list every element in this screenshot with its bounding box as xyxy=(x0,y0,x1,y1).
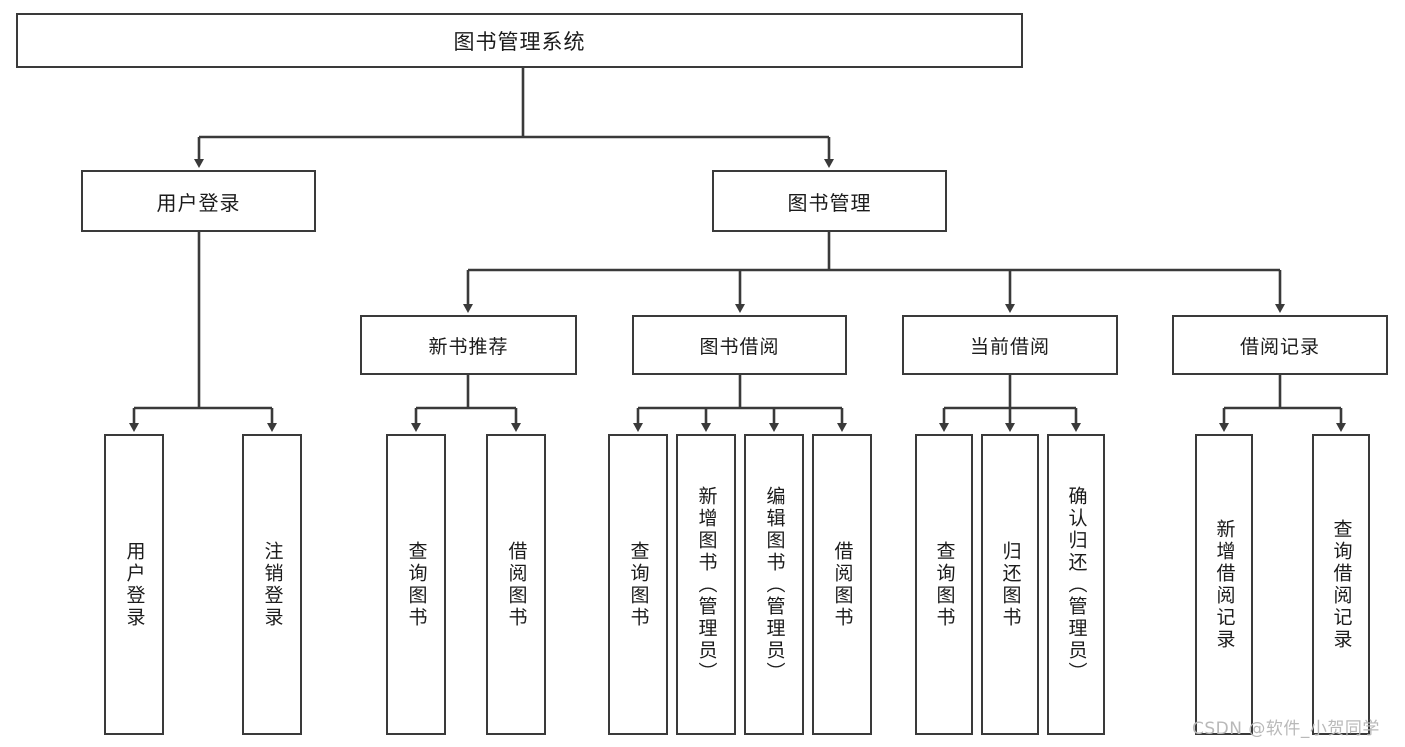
node-label: 确认归还（管理员） xyxy=(1065,485,1088,684)
leaf-add-borrow-record[interactable]: 新增借阅记录 xyxy=(1195,434,1253,735)
node-label: 归还图书 xyxy=(999,540,1022,629)
node-label: 新书推荐 xyxy=(428,335,509,358)
leaf-add-book-admin[interactable]: 新增图书（管理员） xyxy=(676,434,736,735)
node-user-login[interactable]: 用户登录 xyxy=(81,170,316,232)
node-label: 查询图书 xyxy=(933,540,956,629)
node-label: 借阅图书 xyxy=(505,540,528,629)
node-label: 注销登录 xyxy=(261,540,284,629)
node-book-management[interactable]: 图书管理 xyxy=(712,170,947,232)
node-label: 查询借阅记录 xyxy=(1330,518,1353,651)
node-label: 用户登录 xyxy=(123,540,146,629)
node-new-book-recommendation[interactable]: 新书推荐 xyxy=(360,315,577,375)
node-label: 图书管理 xyxy=(787,190,872,215)
node-label: 用户登录 xyxy=(156,190,241,215)
leaf-query-books-new-book[interactable]: 查询图书 xyxy=(386,434,446,735)
leaf-user-login[interactable]: 用户登录 xyxy=(104,434,164,735)
leaf-return-books[interactable]: 归还图书 xyxy=(981,434,1039,735)
node-label: 图书管理系统 xyxy=(453,29,586,54)
node-current-borrowing[interactable]: 当前借阅 xyxy=(902,315,1118,375)
node-label: 借阅记录 xyxy=(1239,335,1320,358)
node-label: 查询图书 xyxy=(405,540,428,629)
leaf-confirm-return-admin[interactable]: 确认归还（管理员） xyxy=(1047,434,1105,735)
node-label: 新增借阅记录 xyxy=(1213,518,1236,651)
leaf-borrow-books-borrowing[interactable]: 借阅图书 xyxy=(812,434,872,735)
leaf-logout-login[interactable]: 注销登录 xyxy=(242,434,302,735)
leaf-edit-book-admin[interactable]: 编辑图书（管理员） xyxy=(744,434,804,735)
leaf-query-books-borrowing[interactable]: 查询图书 xyxy=(608,434,668,735)
node-book-borrowing[interactable]: 图书借阅 xyxy=(632,315,847,375)
node-label: 当前借阅 xyxy=(969,335,1050,358)
node-root-book-management-system[interactable]: 图书管理系统 xyxy=(16,13,1023,68)
node-label: 编辑图书（管理员） xyxy=(763,485,786,684)
node-label: 新增图书（管理员） xyxy=(695,485,718,684)
leaf-query-books-current[interactable]: 查询图书 xyxy=(915,434,973,735)
leaf-query-borrow-record[interactable]: 查询借阅记录 xyxy=(1312,434,1370,735)
node-label: 借阅图书 xyxy=(831,540,854,629)
csdn-watermark: CSDN @软件_小贺同学 xyxy=(1192,719,1380,739)
node-label: 图书借阅 xyxy=(699,335,780,358)
node-label: 查询图书 xyxy=(627,540,650,629)
leaf-borrow-books-new-book[interactable]: 借阅图书 xyxy=(486,434,546,735)
node-borrow-records[interactable]: 借阅记录 xyxy=(1172,315,1388,375)
